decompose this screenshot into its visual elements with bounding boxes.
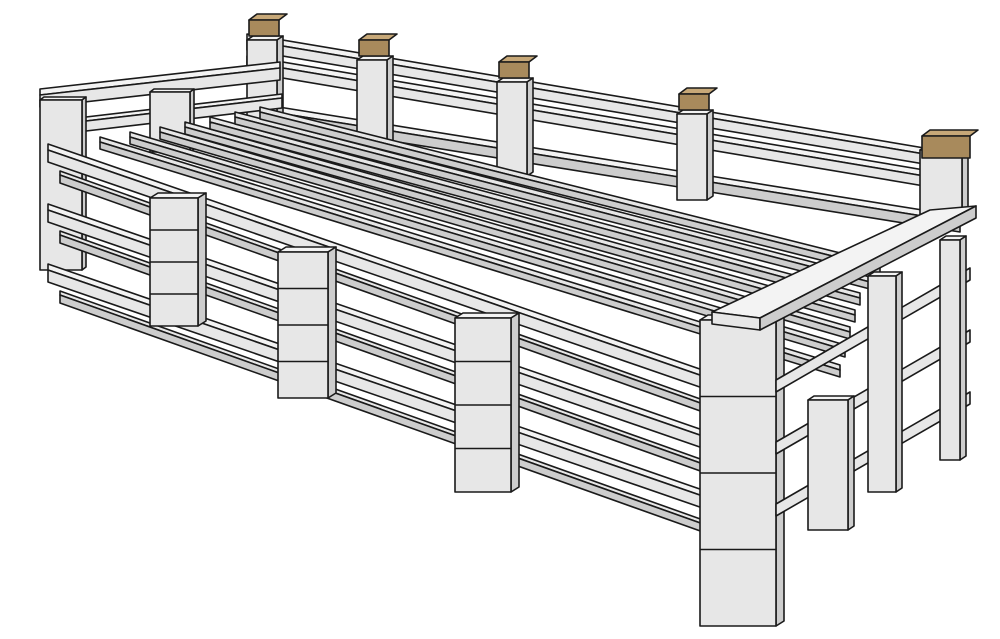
front-leg-4-side <box>775 314 785 627</box>
post-cap-2-front <box>358 39 390 57</box>
right-front-side-leg-front <box>807 399 849 531</box>
back-structure <box>39 13 979 271</box>
seat-slat-4-front <box>184 126 856 323</box>
right-mid-leg-front <box>867 275 897 493</box>
backrest-post-4-side <box>706 109 714 201</box>
right-mid-leg-side <box>895 271 903 493</box>
seat-slat-5-front <box>209 121 861 306</box>
front-structure <box>47 143 785 627</box>
seat-slats <box>99 106 881 378</box>
post-cap-1-top <box>248 13 288 21</box>
right-back-leg-side <box>959 235 967 461</box>
post-cap-5-front <box>921 135 971 159</box>
post-cap-4-top <box>678 87 718 95</box>
backrest-post-3-side <box>526 77 534 177</box>
post-cap-1-front <box>248 19 280 37</box>
post-cap-4-front <box>678 93 710 111</box>
post-cap-3-front <box>498 61 530 79</box>
right-back-leg-front <box>939 239 961 461</box>
right-armrest <box>711 205 977 531</box>
front-leg-2-side <box>327 246 337 399</box>
right-armrest-side <box>759 205 977 331</box>
seat-slat-1-front <box>99 141 841 378</box>
backrest-post-4-front <box>676 113 708 201</box>
post-cap-3-top <box>498 55 538 63</box>
post-cap-2-top <box>358 33 398 41</box>
post-cap-5-top <box>921 129 979 137</box>
right-front-side-leg-side <box>847 395 855 531</box>
front-leg-1-side <box>197 192 207 327</box>
backrest-post-3-front <box>496 81 528 177</box>
seat-slat-2-front <box>129 136 846 358</box>
front-leg-3-side <box>510 312 520 493</box>
